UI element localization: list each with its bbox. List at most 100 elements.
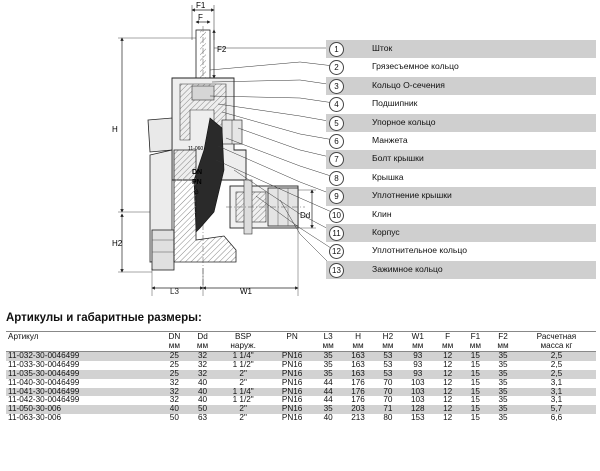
dim-l3: L3 bbox=[151, 286, 204, 296]
legend-label: Крышка bbox=[372, 171, 404, 182]
table-cell: 103 bbox=[401, 387, 434, 397]
marking-pn: PN bbox=[192, 179, 202, 186]
dim-h2-label: H2 bbox=[112, 239, 123, 248]
table-cell: 70 bbox=[383, 395, 393, 405]
cell-article: 11-041-30-0046499 bbox=[6, 387, 160, 397]
table-cell: 163 bbox=[351, 359, 365, 369]
legend-number: 3 bbox=[329, 78, 344, 94]
cell-article: 11-033-30-0046499 bbox=[8, 359, 80, 369]
dim-h: H bbox=[112, 37, 196, 213]
table-cell: 12 bbox=[433, 351, 462, 361]
table-cell: мм bbox=[160, 341, 189, 352]
table-cell: PN16 bbox=[281, 377, 303, 387]
table-cell: 15 bbox=[470, 413, 480, 423]
table-cell: 35 bbox=[314, 351, 342, 361]
table-cell: 71 bbox=[374, 404, 402, 415]
table-cell: 35 bbox=[498, 377, 508, 387]
table-cell: BSP bbox=[216, 331, 270, 342]
table-cell: 44 bbox=[323, 377, 333, 387]
cell-article: 11-032-30-0046499 bbox=[6, 351, 160, 361]
table-cell: масса кг bbox=[516, 341, 596, 352]
table-cell: 53 bbox=[383, 359, 393, 369]
table-cell: 1 1/4" bbox=[216, 387, 270, 397]
legend-number: 8 bbox=[329, 170, 344, 186]
table-cell: PN16 bbox=[269, 387, 315, 397]
table-cell: F2 bbox=[489, 331, 517, 342]
table-cell: 153 bbox=[410, 413, 425, 423]
table-cell: 70 bbox=[383, 377, 393, 387]
table-cell: 44 bbox=[323, 395, 333, 405]
table-cell: L3 bbox=[314, 331, 342, 342]
table-cell: 35 bbox=[498, 359, 508, 369]
dim-f2: F2 bbox=[212, 29, 227, 79]
table-cell: 35 bbox=[314, 404, 342, 415]
table-cell: 15 bbox=[461, 404, 490, 415]
section-title: Артикулы и габаритные размеры: bbox=[6, 312, 202, 324]
table-cell: 80 bbox=[383, 413, 393, 423]
table-cell: 15 bbox=[470, 395, 480, 405]
table-cell: 176 bbox=[351, 395, 365, 405]
legend-label: Корпус bbox=[372, 226, 400, 237]
table-cell: 32 bbox=[160, 387, 189, 397]
table-cell: 93 bbox=[401, 369, 434, 379]
table-cell: 93 bbox=[401, 351, 434, 361]
table-cell: 35 bbox=[498, 413, 508, 423]
table-cell: 15 bbox=[461, 369, 490, 379]
cell-article: Артикул bbox=[6, 331, 160, 342]
table-cell: 25 bbox=[160, 369, 189, 379]
table-cell: мм bbox=[374, 341, 402, 352]
table-cell: мм bbox=[433, 341, 462, 352]
cell-article bbox=[6, 342, 160, 352]
table-cell: 12 bbox=[443, 359, 453, 369]
table-cell: 2,5 bbox=[516, 369, 596, 379]
dim-l3-label: L3 bbox=[170, 287, 179, 296]
table-cell: 1 1/2" bbox=[232, 395, 254, 405]
table-cell: 3,1 bbox=[550, 395, 563, 405]
table-cell: 32 bbox=[198, 359, 208, 369]
table-cell: PN16 bbox=[269, 404, 315, 415]
table-cell: 25 bbox=[169, 359, 179, 369]
table-cell: 2,5 bbox=[516, 351, 596, 361]
table-cell: мм bbox=[461, 341, 490, 352]
table-cell: 2" bbox=[239, 413, 247, 423]
table-cell: 2" bbox=[216, 369, 270, 379]
table-cell: 12 bbox=[433, 404, 462, 415]
table-cell: 93 bbox=[413, 359, 423, 369]
table-cell: 12 bbox=[443, 377, 453, 387]
dim-h-label: H bbox=[112, 125, 118, 134]
table-cell: 40 bbox=[323, 413, 333, 423]
table-cell: мм bbox=[314, 341, 342, 352]
table-cell: 35 bbox=[323, 359, 333, 369]
cell-article: 11-040-30-0046499 bbox=[8, 377, 80, 387]
legend-label: Манжета bbox=[372, 134, 408, 145]
table-cell: 15 bbox=[461, 351, 490, 361]
dim-f: F bbox=[195, 13, 211, 24]
dim-f1-label: F1 bbox=[196, 1, 206, 10]
table-cell: 15 bbox=[470, 377, 480, 387]
dim-dd: Dd bbox=[298, 189, 316, 229]
legend-label: Подшипник bbox=[372, 98, 418, 109]
table-cell: F bbox=[433, 331, 462, 342]
cell-article: 11-050-30-006 bbox=[6, 404, 160, 415]
table-cell: 32 bbox=[169, 377, 179, 387]
table-cell: 25 bbox=[160, 351, 189, 361]
legend-number: 5 bbox=[329, 115, 344, 131]
table-cell: PN bbox=[269, 331, 315, 342]
leader-lines bbox=[209, 47, 335, 269]
legend-label: Шток bbox=[372, 43, 393, 53]
table-cell: 53 bbox=[374, 351, 402, 361]
svg-text:G: G bbox=[194, 190, 199, 196]
dim-dd-label: Dd bbox=[300, 211, 310, 220]
table-cell: 12 bbox=[433, 387, 462, 397]
